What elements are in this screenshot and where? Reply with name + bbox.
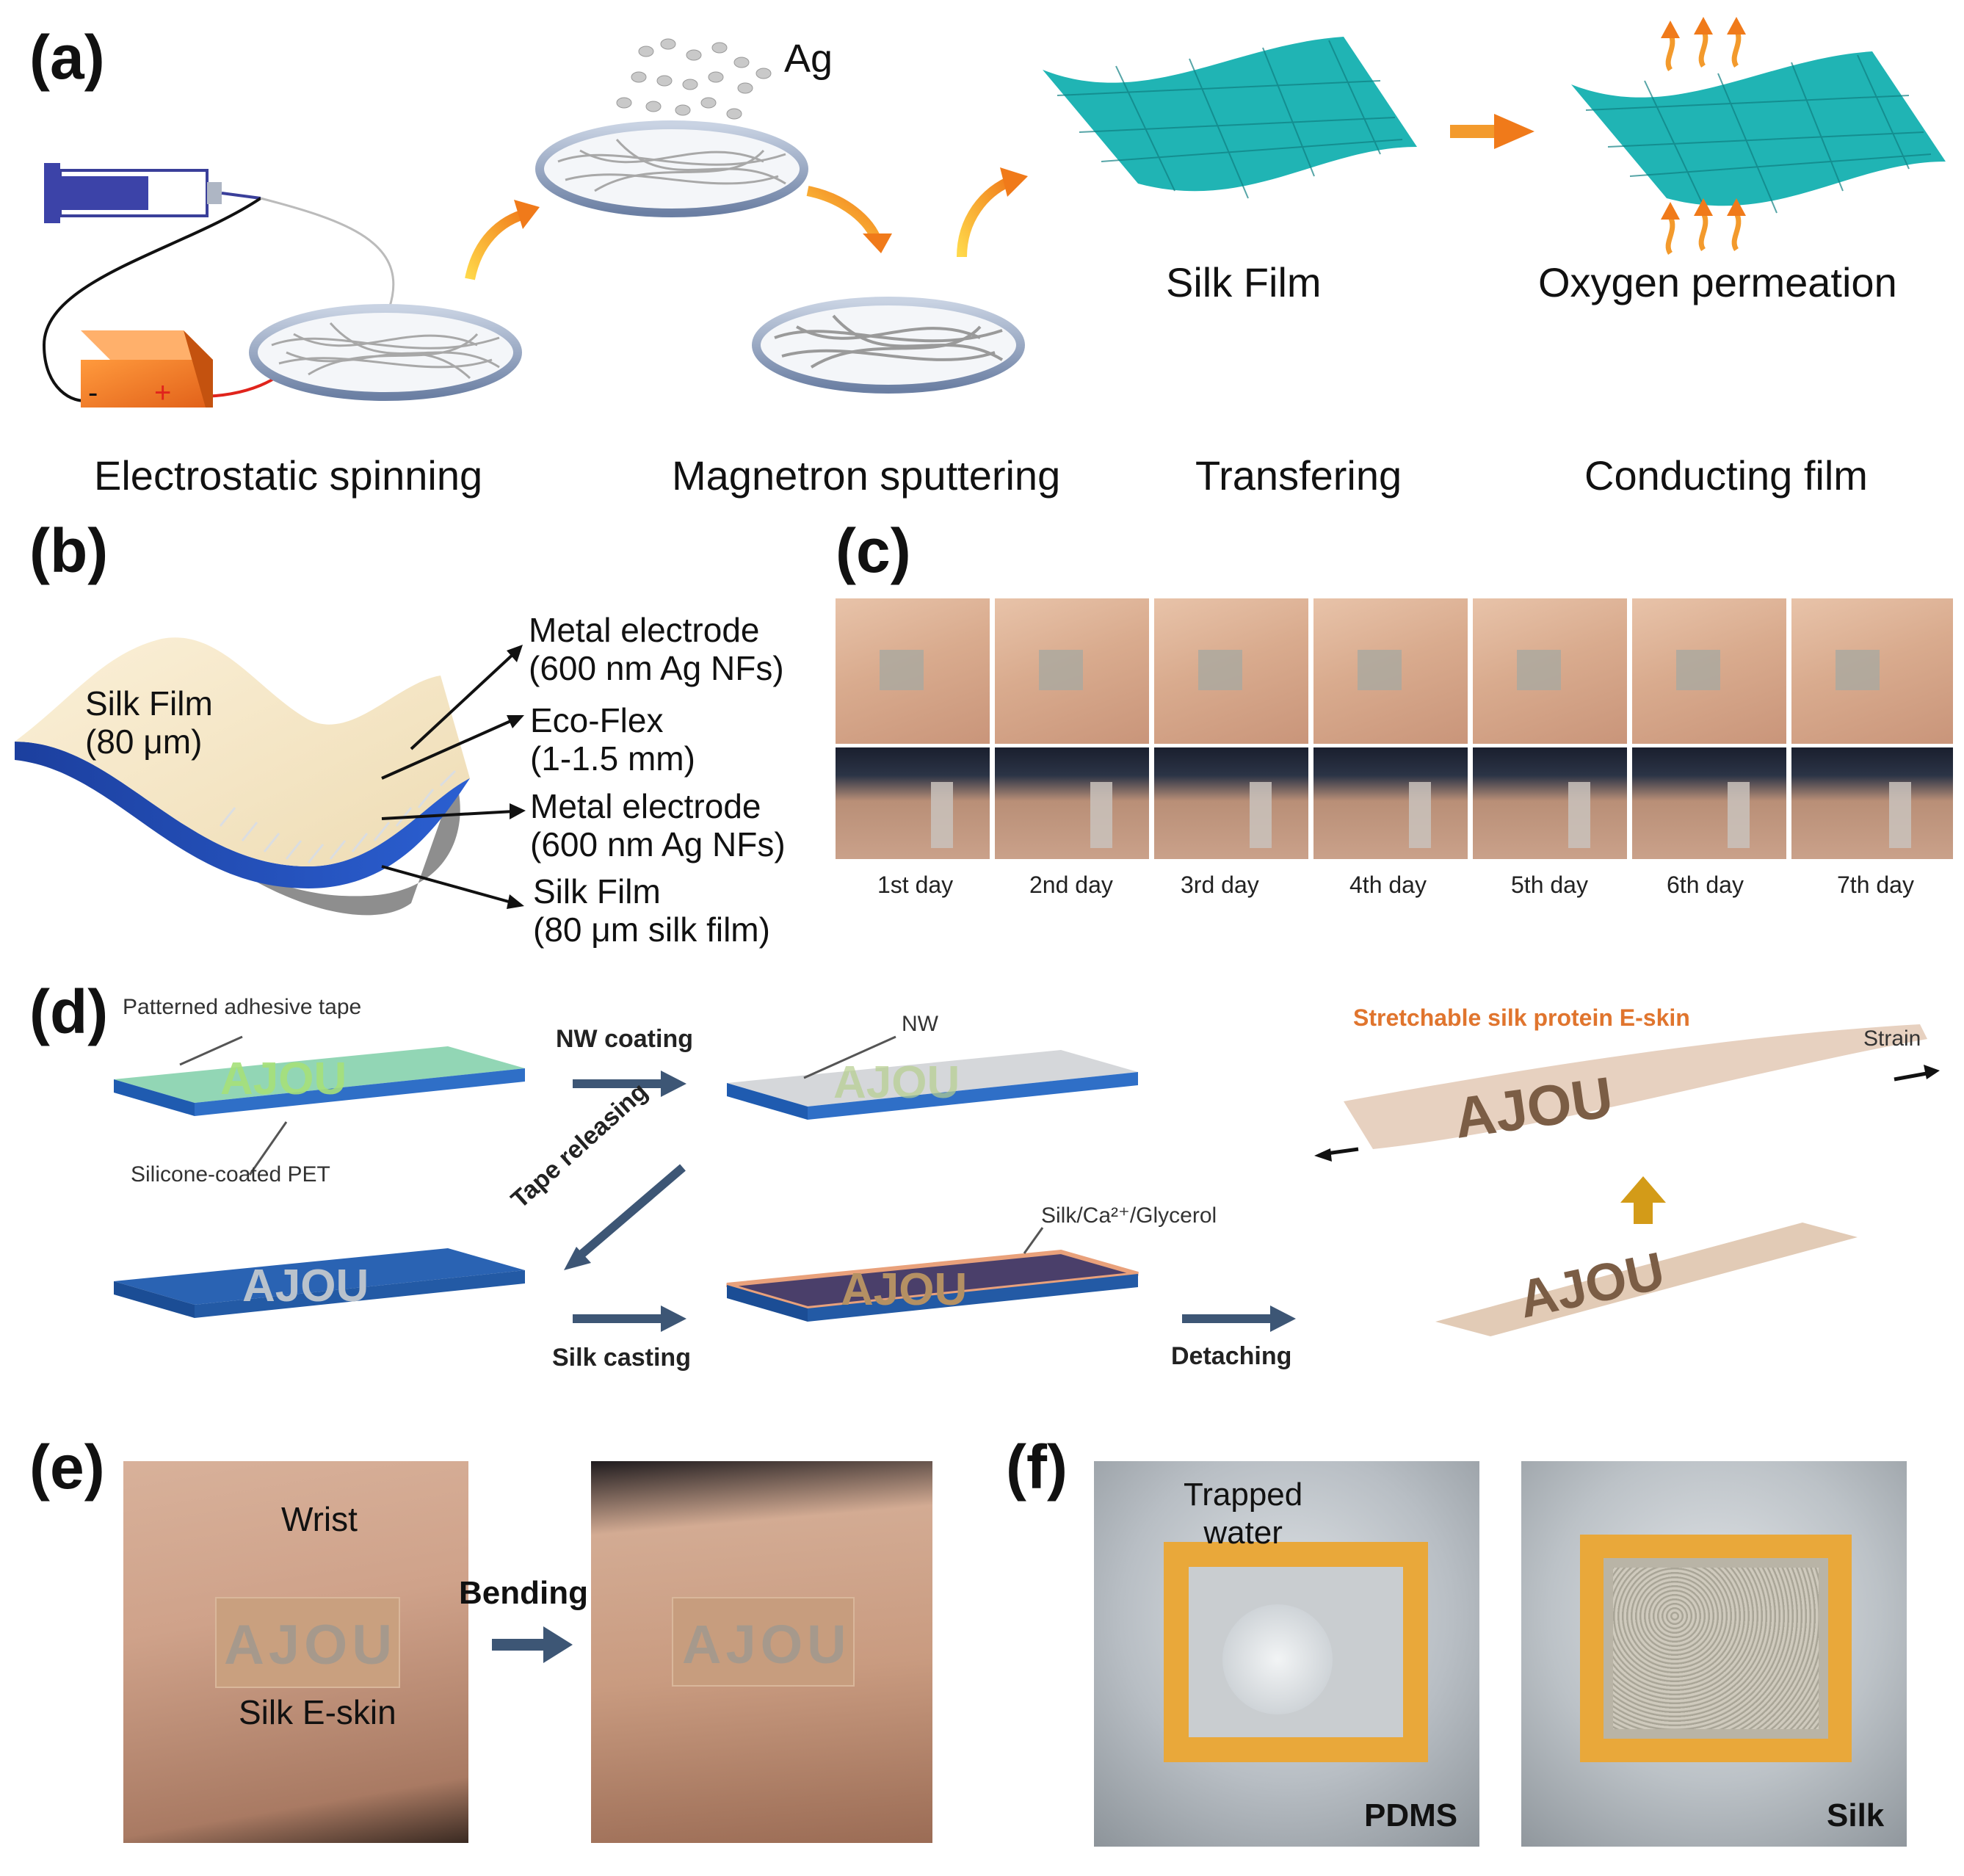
f-silk-electrode: [1613, 1568, 1819, 1729]
e-bending-arrow-icon: [492, 1626, 573, 1663]
e-eskin-patch: AJOU: [215, 1597, 400, 1688]
svg-text:AJOU: AJOU: [841, 1264, 967, 1315]
svg-text:AJOU: AJOU: [1450, 1065, 1617, 1151]
conducting-film-icon: [1571, 51, 1946, 214]
eskin-flat: AJOU: [1435, 1223, 1858, 1336]
svg-text:AJOU: AJOU: [833, 1057, 960, 1108]
step-transfering: Transfering: [1195, 452, 1402, 499]
d-eskin-title: Stretchable silk protein E-skin: [1353, 1004, 1690, 1031]
f-silk-photo: [1521, 1461, 1907, 1847]
panel-f-label: (f): [1006, 1433, 1068, 1502]
dish-spinning-icon: [249, 304, 522, 401]
arrow-3-icon: [957, 175, 1015, 258]
e-bent-photo: AJOU: [591, 1461, 932, 1843]
day-label-5: 5th day: [1511, 872, 1588, 898]
f-pdms-photo: [1094, 1461, 1479, 1847]
d-silk-casting-label: Silk casting: [552, 1344, 691, 1372]
panel-d-label: (d): [29, 977, 109, 1046]
day1-wrist-photo: [836, 747, 990, 859]
d-silicone-pet-label: Silicone-coated PET: [131, 1162, 330, 1187]
substrate-tape: AJOU: [114, 1046, 525, 1116]
step-conducting-film: Conducting film: [1584, 452, 1868, 499]
e-wrist-photo: AJOU: [123, 1461, 468, 1843]
d-nw-label: NW: [902, 1012, 938, 1036]
panel-a-label: (a): [29, 23, 105, 92]
day-label-2: 2nd day: [1029, 872, 1113, 898]
e-silk-eskin-label: Silk E-skin: [239, 1693, 396, 1731]
day-label-4: 4th day: [1349, 872, 1427, 898]
day7-wrist-photo: [1791, 747, 1953, 859]
svg-text:AJOU: AJOU: [220, 1054, 347, 1104]
substrate-silk-cast: AJOU: [726, 1249, 1139, 1322]
eskin-stretched: AJOU: [1344, 1024, 1927, 1151]
b-layer-silk-film-bottom: Silk Film(80 μm silk film): [533, 872, 770, 949]
arrow-detaching-icon: [1182, 1314, 1270, 1323]
b-layer-metal-electrode-bottom: Metal electrode(600 nm Ag NFs): [530, 787, 786, 863]
substrate-released: AJOU: [114, 1248, 525, 1318]
power-minus: -: [88, 377, 98, 409]
day-label-6: 6th day: [1667, 872, 1744, 898]
arrow-silk-casting-icon: [573, 1314, 661, 1323]
panel-c-photo-grid: [836, 598, 1953, 859]
d-detaching-label: Detaching: [1171, 1342, 1292, 1370]
d-patterned-tape-label: Patterned adhesive tape: [123, 995, 362, 1019]
day2-wrist-photo: [995, 747, 1149, 859]
panel-a-illustration: - + Ag: [42, 17, 1946, 409]
f-trapped-water-drop: [1222, 1604, 1333, 1714]
power-supply-icon: [81, 330, 213, 408]
power-plus: +: [154, 377, 171, 409]
step-magnetron-sputtering: Magnetron sputtering: [672, 452, 1061, 499]
panel-d-process-diagram: AJOU AJOU AJOU AJOU AJOU AJOU: [114, 1024, 1940, 1336]
day4-wrist-photo: [1313, 747, 1468, 859]
f-pdms-tape-frame: [1164, 1542, 1428, 1762]
syringe-icon: [44, 163, 261, 223]
arrow-nw-coating-icon: [573, 1079, 661, 1088]
d-strain-label: Strain: [1863, 1026, 1921, 1051]
day3-wrist-photo: [1154, 747, 1308, 859]
silk-film-icon: [1043, 37, 1417, 199]
day6-wrist-photo: [1632, 747, 1786, 859]
day5-wrist-photo: [1473, 747, 1627, 859]
silk-film-label: Silk Film: [1166, 259, 1322, 305]
b-layer-ecoflex: Eco-Flex(1-1.5 mm): [530, 701, 695, 778]
day-label-7: 7th day: [1837, 872, 1914, 898]
b-layer-metal-electrode-top: Metal electrode(600 nm Ag NFs): [529, 611, 784, 687]
day-label-1: 1st day: [877, 872, 954, 898]
arrow-tape-releasing-icon: [564, 1164, 686, 1270]
f-pdms-label: PDMS: [1364, 1797, 1458, 1833]
e-ajou-text: AJOU: [224, 1614, 397, 1676]
f-silk-label: Silk: [1827, 1797, 1885, 1833]
panel-b-label: (b): [29, 516, 109, 585]
step-electrostatic-spinning: Electrostatic spinning: [94, 452, 483, 499]
panel-e-label: (e): [29, 1433, 105, 1502]
d-silk-mix-label: Silk/Ca²⁺/Glycerol: [1041, 1203, 1217, 1228]
e-eskin-bent-patch: AJOU: [672, 1597, 855, 1687]
b-silk-film-top: Silk Film(80 μm): [85, 684, 213, 761]
d-nw-coating-label: NW coating: [556, 1025, 693, 1053]
e-bending-label: Bending: [459, 1575, 588, 1611]
svg-text:AJOU: AJOU: [1514, 1242, 1670, 1330]
e-wrist-label: Wrist: [281, 1500, 358, 1538]
ag-label: Ag: [784, 37, 833, 81]
e-ajou-bent-text: AJOU: [682, 1614, 851, 1675]
arrow-4-icon: [1450, 114, 1534, 149]
arrow-1-icon: [465, 208, 530, 280]
oxygen-permeation-label: Oxygen permeation: [1538, 259, 1897, 305]
panel-c-label: (c): [836, 516, 911, 585]
dish-sputtered-icon: [752, 297, 1025, 394]
day-label-3: 3rd day: [1181, 872, 1259, 898]
substrate-nw: AJOU: [727, 1050, 1138, 1120]
arrow-up-gold-icon: [1620, 1176, 1666, 1224]
svg-text:AJOU: AJOU: [242, 1261, 369, 1311]
dish-ag-icon: [535, 38, 808, 217]
panel-b-layer-diagram: [15, 637, 526, 916]
